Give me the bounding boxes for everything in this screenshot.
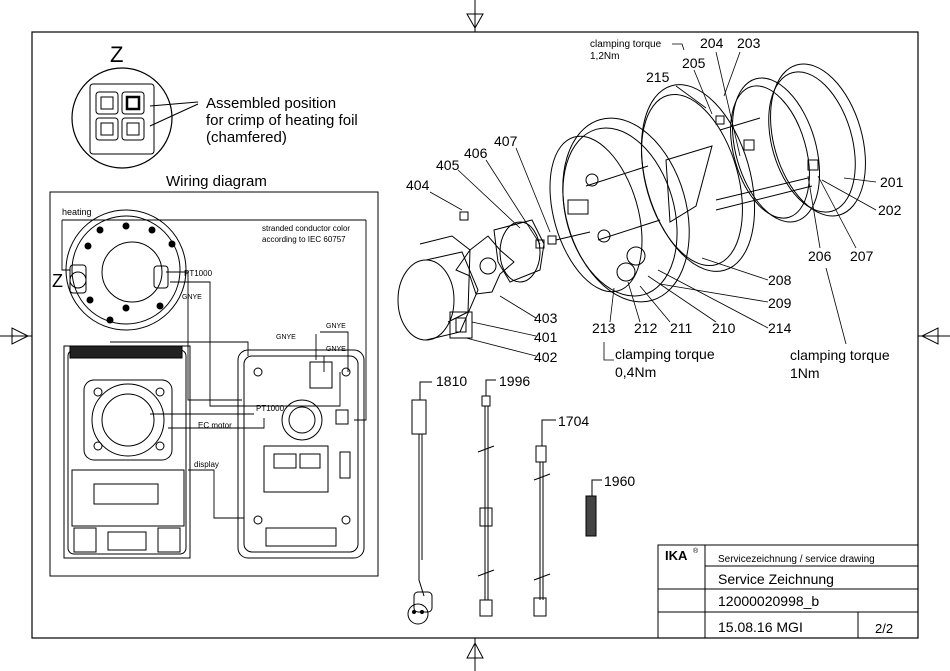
part-407: 407 [494, 133, 518, 149]
torque-mid-line1: clamping torque [615, 346, 715, 362]
cable-labels: 1810 1996 1704 1960 [436, 373, 635, 489]
wiring-gnye-b: GNYE [326, 323, 346, 330]
torque-right-line2: 1Nm [790, 365, 820, 381]
detail-note-line1: Assembled position [206, 95, 336, 112]
part-215: 215 [646, 69, 670, 85]
title-main: Service Zeichnung [718, 571, 834, 587]
part-1960: 1960 [604, 473, 635, 489]
wiring-heating-label: heating [62, 207, 92, 217]
title-number: 12000020998_b [718, 593, 819, 609]
part-214: 214 [768, 320, 792, 336]
part-212: 212 [634, 320, 658, 336]
wiring-pt1000-a: PT1000 [184, 269, 213, 278]
wiring-gnye-c: GNYE [276, 334, 296, 341]
part-401: 401 [534, 329, 558, 345]
wiring-title: Wiring diagram [166, 173, 267, 190]
wiring-conductor-line2: according to IEC 60757 [262, 235, 346, 244]
wiring-wires [61, 219, 367, 519]
heater-disc [65, 209, 187, 331]
part-201: 201 [880, 174, 904, 190]
part-204: 204 [700, 35, 724, 51]
part-1996: 1996 [499, 373, 530, 389]
wiring-frame [49, 191, 379, 577]
part-1704: 1704 [558, 413, 589, 429]
part-406: 406 [464, 145, 488, 161]
part-405: 405 [436, 157, 460, 173]
part-404: 404 [406, 177, 430, 193]
title-brand: IKA [665, 548, 688, 563]
wiring-ec-motor: EC motor [198, 421, 232, 430]
wiring-diagram: Wiring diagram heating stranded conducto… [49, 173, 379, 577]
wiring-display: display [194, 460, 219, 469]
part-203: 203 [737, 35, 761, 51]
cables [407, 379, 602, 625]
part-211: 211 [670, 320, 693, 336]
exploded-assembly [397, 63, 866, 341]
part-208: 208 [768, 272, 792, 288]
base-housing [63, 345, 191, 559]
title-block: IKA ® Servicezeichnung / service drawing… [657, 544, 919, 639]
detail-z-circle [71, 67, 173, 169]
leader-lines [429, 43, 877, 361]
title-date-author: 15.08.16 MGI [718, 619, 803, 635]
part-403: 403 [534, 310, 558, 326]
detail-z: Z Assembled position for crimp of heatin… [71, 42, 358, 169]
part-207: 207 [850, 248, 874, 264]
part-209: 209 [768, 295, 792, 311]
torque-mid-line2: 0,4Nm [615, 364, 656, 380]
part-213: 213 [592, 320, 616, 336]
torque-top-line1: clamping torque [590, 39, 662, 50]
wiring-pt1000-b: PT1000 [256, 404, 285, 413]
part-202: 202 [878, 202, 902, 218]
part-206: 206 [808, 248, 832, 264]
part-402: 402 [534, 349, 558, 365]
wiring-z-label: Z [52, 271, 63, 291]
part-1810: 1810 [436, 373, 467, 389]
display-housing [237, 349, 365, 559]
detail-note-line2: for crimp of heating foil [206, 112, 358, 129]
wiring-gnye-a: GNYE [182, 294, 202, 301]
torque-notes: clamping torque 1,2Nm clamping torque 0,… [590, 39, 890, 381]
detail-note-line3: (chamfered) [206, 129, 287, 146]
torque-top-line2: 1,2Nm [590, 51, 619, 62]
part-numbers: 204 203 205 215 407 406 405 404 201 202 … [406, 35, 904, 365]
title-header: Servicezeichnung / service drawing [718, 554, 875, 565]
wiring-conductor-line1: stranded conductor color [262, 224, 350, 233]
title-reg: ® [693, 547, 699, 555]
part-205: 205 [682, 55, 706, 71]
detail-z-letter: Z [110, 42, 123, 67]
torque-right-line1: clamping torque [790, 347, 890, 363]
title-sheet: 2/2 [875, 621, 893, 636]
part-210: 210 [712, 320, 736, 336]
